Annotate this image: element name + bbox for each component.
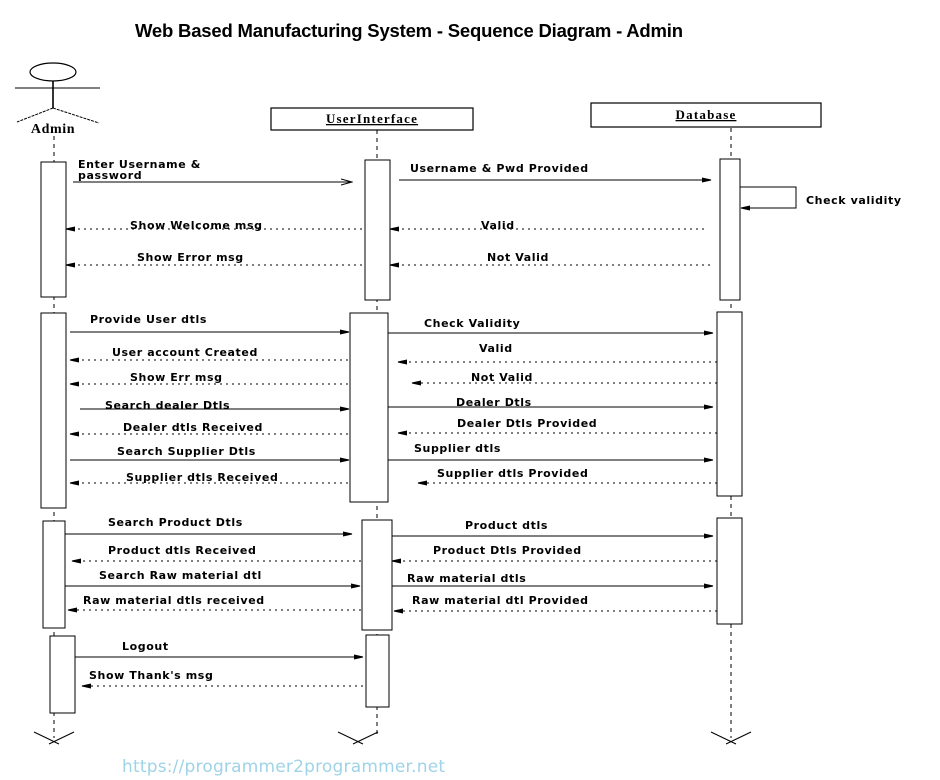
message-return-db-to-ui[interactable]: Valid: [390, 219, 704, 232]
message-call-admin-to-ui[interactable]: Search Supplier Dtls: [70, 445, 349, 460]
message-return-ui-to-admin[interactable]: Show Error msg: [66, 251, 362, 265]
message-label: Product dtls Received: [108, 544, 256, 557]
activation-bar-ui: [361, 519, 393, 631]
activation-bar-admin: [40, 312, 67, 509]
message-label: Search Raw material dtl: [99, 569, 262, 582]
message-label: Raw material dtls: [407, 572, 526, 585]
message-call-ui-to-db[interactable]: Check Validity: [388, 317, 713, 333]
message-label: password: [78, 169, 142, 182]
message-label: Raw material dtl Provided: [412, 594, 589, 607]
message-label: Search Product Dtls: [108, 516, 243, 529]
message-call-ui-to-db[interactable]: Raw material dtls: [392, 572, 713, 586]
diagram-title: Web Based Manufacturing System - Sequenc…: [135, 20, 683, 41]
message-label: Username & Pwd Provided: [410, 162, 589, 175]
self-message-arrow: [740, 186, 797, 208]
message-return-db-to-ui[interactable]: Not Valid: [412, 371, 717, 384]
message-return-db-to-ui[interactable]: Product Dtls Provided: [392, 544, 717, 561]
message-return-db-to-ui[interactable]: Valid: [398, 342, 717, 362]
message-label: Not Valid: [471, 371, 533, 384]
message-label: Search dealer Dtls: [105, 399, 230, 412]
participant-db[interactable]: Database: [590, 102, 822, 128]
participant-label: Database: [676, 107, 737, 122]
message-call-admin-to-ui[interactable]: Search dealer Dtls: [80, 399, 349, 412]
message-return-db-to-ui[interactable]: Not Valid: [390, 251, 710, 265]
lifeline-end-ui-icon: [337, 731, 379, 745]
message-call-ui-to-db[interactable]: Product dtls: [392, 519, 713, 536]
activation-bar-db: [716, 517, 743, 625]
message-call-ui-to-db[interactable]: Dealer Dtls: [388, 396, 713, 409]
message-label: Product Dtls Provided: [433, 544, 582, 557]
message-label: Enter Username &: [78, 158, 201, 171]
activation-bar-db: [716, 311, 743, 497]
footer-website-link[interactable]: https://programmer2programmer.net: [122, 757, 446, 777]
message-label: Dealer Dtls: [456, 396, 532, 409]
message-return-ui-to-admin[interactable]: Supplier dtls Received: [70, 471, 348, 484]
message-label: Provide User dtls: [90, 313, 207, 326]
participant-admin[interactable]: Admin: [15, 62, 100, 137]
activation-bar-ui: [365, 634, 390, 708]
message-label: Valid: [479, 342, 513, 355]
message-call-ui-to-db[interactable]: Username & Pwd Provided: [399, 162, 711, 180]
actor-label: Admin: [31, 122, 75, 137]
participant-ui[interactable]: UserInterface: [270, 107, 474, 131]
message-label: Supplier dtls: [414, 442, 501, 455]
activation-bar-admin: [42, 520, 66, 629]
message-label: Product dtls: [465, 519, 548, 532]
activation-bar-db: [719, 158, 741, 301]
message-label: Search Supplier Dtls: [117, 445, 256, 458]
activation-bar-admin: [40, 161, 67, 298]
message-label: Show Welcome msg: [130, 219, 263, 232]
message-return-ui-to-admin[interactable]: Product dtls Received: [72, 544, 361, 561]
message-label: Raw material dtls received: [83, 594, 265, 607]
activation-bar-ui: [364, 159, 391, 301]
message-return-ui-to-admin[interactable]: User account Created: [70, 346, 348, 360]
message-call-ui-to-db[interactable]: Supplier dtls: [388, 442, 713, 460]
lifeline-end-db-icon: [710, 731, 752, 745]
message-self-db-to-db[interactable]: Check validity: [740, 186, 902, 208]
message-return-ui-to-admin[interactable]: Show Thank's msg: [82, 669, 363, 686]
actor-stick-figure-icon: [15, 62, 100, 124]
message-call-admin-to-ui[interactable]: Enter Username &password: [73, 158, 352, 182]
message-call-admin-to-ui[interactable]: Logout: [75, 640, 363, 657]
message-call-admin-to-ui[interactable]: Provide User dtls: [70, 313, 349, 332]
activation-bar-ui: [349, 312, 389, 503]
participant-box: [270, 107, 474, 131]
message-label: Show Error msg: [137, 251, 244, 264]
message-label: Dealer dtls Received: [123, 421, 263, 434]
message-label: Show Err msg: [130, 371, 223, 384]
message-label: Check Validity: [424, 317, 520, 330]
message-label: Check validity: [806, 194, 902, 207]
message-call-admin-to-ui[interactable]: Search Product Dtls: [65, 516, 352, 534]
message-label: Show Thank's msg: [89, 669, 213, 682]
participant-label: UserInterface: [326, 111, 418, 126]
message-label: Not Valid: [487, 251, 549, 264]
message-return-db-to-ui[interactable]: Supplier dtls Provided: [418, 467, 717, 483]
message-return-ui-to-admin[interactable]: Raw material dtls received: [68, 594, 361, 610]
message-return-db-to-ui[interactable]: Dealer Dtls Provided: [398, 417, 717, 433]
participant-box: [590, 102, 822, 128]
message-label: Logout: [122, 640, 169, 653]
message-label: Supplier dtls Received: [126, 471, 278, 484]
message-return-db-to-ui[interactable]: Raw material dtl Provided: [394, 594, 717, 611]
message-return-ui-to-admin[interactable]: Show Welcome msg: [66, 219, 362, 232]
message-label: Supplier dtls Provided: [437, 467, 588, 480]
message-return-ui-to-admin[interactable]: Show Err msg: [70, 371, 348, 384]
message-label: Valid: [481, 219, 515, 232]
message-label: Dealer Dtls Provided: [457, 417, 597, 430]
message-call-admin-to-ui[interactable]: Search Raw material dtl: [65, 569, 360, 586]
message-return-ui-to-admin[interactable]: Dealer dtls Received: [70, 421, 348, 434]
activation-bar-admin: [49, 635, 76, 714]
lifeline-end-admin-icon: [33, 731, 75, 745]
message-label: User account Created: [112, 346, 258, 359]
